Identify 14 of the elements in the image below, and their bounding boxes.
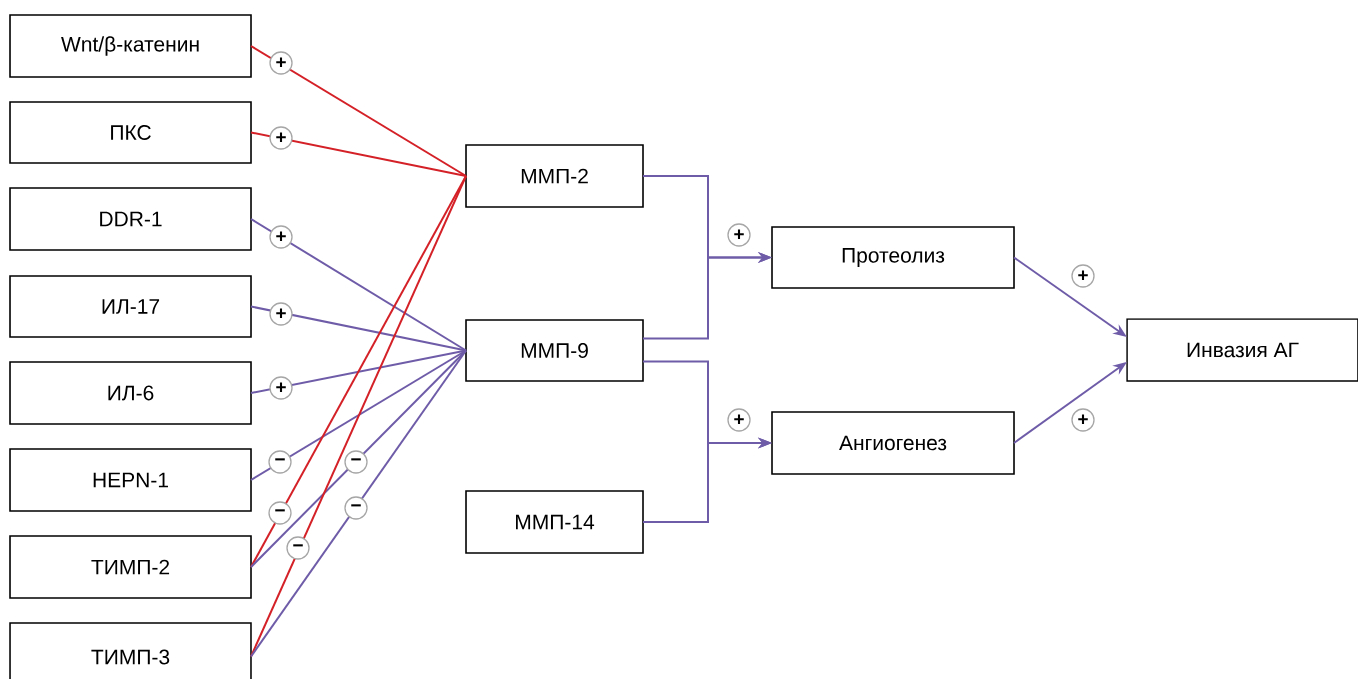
process-box: Протеолиз (771, 226, 1015, 289)
process-box: Инвазия АГ (1126, 318, 1358, 382)
process-box: HEPN-1 (9, 448, 252, 512)
process-box: Ангиогенез (771, 411, 1015, 475)
process-box: ММП-2 (465, 144, 644, 208)
process-box: ММП-9 (465, 319, 644, 382)
process-box: ИЛ-6 (9, 361, 252, 425)
process-box: ММП-14 (465, 490, 644, 554)
process-box: ТИМП-3 (9, 622, 252, 679)
process-box: DDR-1 (9, 187, 252, 251)
process-box: Wnt/β-катенин (9, 14, 252, 78)
process-box: ИЛ-17 (9, 275, 252, 338)
process-box: ПКС (9, 101, 252, 164)
process-box: ТИМП-2 (9, 535, 252, 599)
